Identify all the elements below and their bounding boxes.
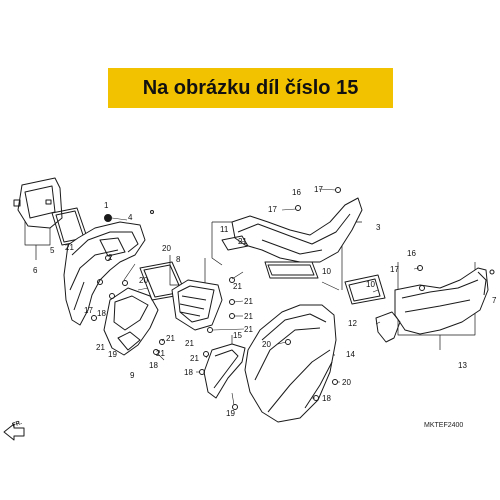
leader-lines (111, 188, 420, 406)
callout-21-h: 21 (244, 325, 253, 334)
part-number-banner: Na obrázku díl číslo 15 (108, 68, 393, 108)
bracket-6 (24, 205, 51, 246)
callout-13: 13 (458, 361, 467, 370)
callout-9: 9 (130, 371, 135, 380)
callout-19-b: 19 (226, 409, 235, 418)
callout-18-b: 18 (149, 361, 158, 370)
callout-18-a: 18 (97, 309, 106, 318)
callout-11: 11 (220, 225, 229, 234)
callout-10-a: 10 (322, 267, 331, 276)
callout-8: 8 (176, 255, 181, 264)
callout-4: 4 (128, 213, 133, 222)
part-5-cover (13, 177, 63, 229)
part-8-box (171, 279, 223, 331)
callout-17-a: 17 (314, 185, 323, 194)
callout-21-j: 21 (185, 339, 194, 348)
callout-18-d: 18 (322, 394, 331, 403)
callout-17-d: 17 (84, 306, 93, 315)
callout-7: 7 (492, 296, 497, 305)
fasteners (91, 187, 495, 410)
callout-3: 3 (376, 223, 381, 232)
part-10-panel-a (264, 261, 319, 279)
callout-21-k: 21 (238, 237, 247, 246)
part-15-panel (203, 343, 246, 399)
callout-21-b: 21 (96, 343, 105, 352)
callout-16-a: 16 (292, 188, 301, 197)
callout-labels: 1 2 3 4 5 6 7 8 9 10 10 11 12 13 14 15 1… (33, 185, 497, 418)
diagram-code: MKTEF2400 (424, 422, 464, 429)
callout-21-g: 21 (244, 312, 253, 321)
part-2-inner-cover (63, 221, 146, 326)
callout-16-b: 16 (407, 249, 416, 258)
front-direction-arrow (3, 423, 25, 441)
callout-21-i: 21 (190, 354, 199, 363)
callout-10-b: 10 (366, 280, 375, 289)
callout-17-b: 17 (268, 205, 277, 214)
callout-21-f: 21 (244, 297, 253, 306)
bracket-3 (211, 222, 223, 266)
part-19-bracket (103, 287, 159, 356)
part-13-right-cover (394, 267, 489, 335)
part-12-piece (375, 311, 401, 343)
callout-1: 1 (104, 201, 109, 210)
callout-21-c: 21 (166, 334, 175, 343)
part-11-upper-panel (221, 197, 363, 263)
part-14-front-cover (244, 304, 337, 423)
callout-6: 6 (33, 266, 38, 275)
callout-18-c: 18 (184, 368, 193, 377)
callout-21-d: 21 (156, 349, 165, 358)
callout-2: 2 (108, 253, 113, 262)
callout-20-d: 20 (342, 378, 351, 387)
callout-5: 5 (50, 246, 55, 255)
front-direction-label: FR. (12, 420, 23, 429)
callout-20-c: 20 (262, 340, 271, 349)
callout-15: 15 (233, 331, 242, 340)
callout-21-e: 21 (233, 282, 242, 291)
callout-20-a: 20 (162, 244, 171, 253)
callout-12: 12 (348, 319, 357, 328)
callout-19-a: 19 (108, 350, 117, 359)
callout-17-c: 17 (390, 265, 399, 274)
part-10-panel-b (344, 274, 386, 305)
callout-14: 14 (346, 350, 355, 359)
callout-21-a: 21 (65, 243, 74, 252)
banner-text: Na obrázku díl číslo 15 (142, 77, 359, 99)
callout-20-b: 20 (139, 276, 148, 285)
